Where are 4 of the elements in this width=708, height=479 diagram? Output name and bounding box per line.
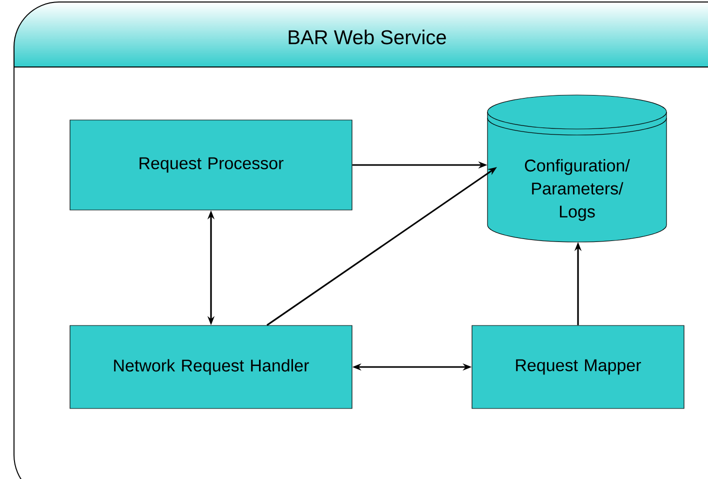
process-box: Request Processor <box>70 120 352 210</box>
process-box: Network Request Handler <box>70 325 352 409</box>
process-box: Request Mapper <box>472 325 684 409</box>
database-cylinder: Configuration/ Parameters/ Logs <box>487 94 667 242</box>
